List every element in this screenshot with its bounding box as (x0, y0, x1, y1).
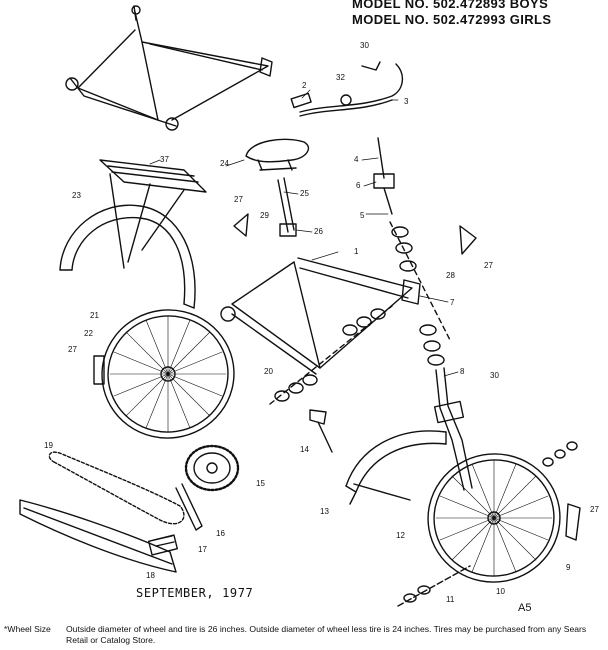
spare-frame (65, 5, 273, 131)
callout-labels: 1 2 3 4 5 6 7 8 9 10 11 12 13 14 15 16 1… (44, 41, 599, 604)
rear-carrier-rack (99, 159, 207, 269)
callout-28: 28 (446, 271, 455, 280)
callout-20: 20 (264, 367, 273, 376)
callout-17: 17 (198, 545, 207, 554)
wheel-size-key: *Wheel Size (4, 624, 51, 634)
bottom-bracket-parts (269, 305, 393, 405)
callout-24: 24 (220, 159, 229, 168)
chainwheel-sprocket (184, 444, 240, 492)
callout-7: 7 (450, 298, 455, 307)
callout-26: 26 (314, 227, 323, 236)
seat-post (277, 177, 297, 237)
rear-fender (59, 204, 196, 309)
reflector-brackets (93, 213, 581, 541)
pedal (147, 534, 179, 556)
callout-19: 19 (44, 441, 53, 450)
callout-25: 25 (300, 189, 309, 198)
callout-16: 16 (216, 529, 225, 538)
callout-27b: 27 (484, 261, 493, 270)
front-fork (433, 367, 473, 491)
callout-1: 1 (354, 247, 359, 256)
front-wheel (427, 453, 561, 583)
revision-date: SEPTEMBER, 1977 (136, 586, 254, 600)
model-number-girls: MODEL NO. 502.472993 GIRLS (352, 12, 552, 27)
model-number-boys: MODEL NO. 502.472893 BOYS (352, 0, 549, 11)
exploded-parts-diagram: 1 2 3 4 5 6 7 8 9 10 11 12 13 14 15 16 1… (19, 5, 599, 607)
callout-4: 4 (354, 155, 359, 164)
callout-9: 9 (566, 563, 571, 572)
callout-14: 14 (300, 445, 309, 454)
chain (48, 451, 185, 525)
page-code: A5 (518, 602, 532, 614)
callout-11: 11 (446, 595, 455, 604)
callout-29: 29 (260, 211, 269, 220)
rear-wheel (101, 309, 235, 439)
handlebar (290, 61, 403, 117)
callout-6: 6 (356, 181, 361, 190)
callout-15: 15 (256, 479, 265, 488)
front-axle-parts (397, 441, 578, 607)
callout-22: 22 (84, 329, 93, 338)
leader-lines (149, 89, 459, 377)
callout-27d: 27 (590, 505, 599, 514)
callout-30a: 30 (360, 41, 369, 50)
callout-10: 10 (496, 587, 505, 596)
wheel-size-text: Outside diameter of wheel and tire is 26… (66, 624, 587, 645)
callout-12: 12 (396, 531, 405, 540)
callout-32: 32 (336, 73, 345, 82)
callout-18: 18 (146, 571, 155, 580)
callout-23: 23 (72, 191, 81, 200)
saddle (245, 138, 310, 171)
wheel-size-note: *Wheel Size Outside diameter of wheel an… (4, 624, 606, 646)
headset-parts (373, 137, 451, 366)
crank-arm (175, 483, 203, 531)
main-frame (220, 257, 421, 375)
callout-3: 3 (404, 97, 409, 106)
callout-27a: 27 (234, 195, 243, 204)
callout-2: 2 (302, 81, 307, 90)
callout-5: 5 (360, 211, 365, 220)
callout-8: 8 (460, 367, 465, 376)
chain-guard (19, 499, 177, 573)
callout-13: 13 (320, 507, 329, 516)
kickstand (309, 409, 333, 453)
callout-21: 21 (90, 311, 99, 320)
callout-27c: 27 (68, 345, 77, 354)
callout-30b: 30 (490, 371, 499, 380)
front-fender (345, 430, 447, 505)
callout-37: 37 (160, 155, 169, 164)
